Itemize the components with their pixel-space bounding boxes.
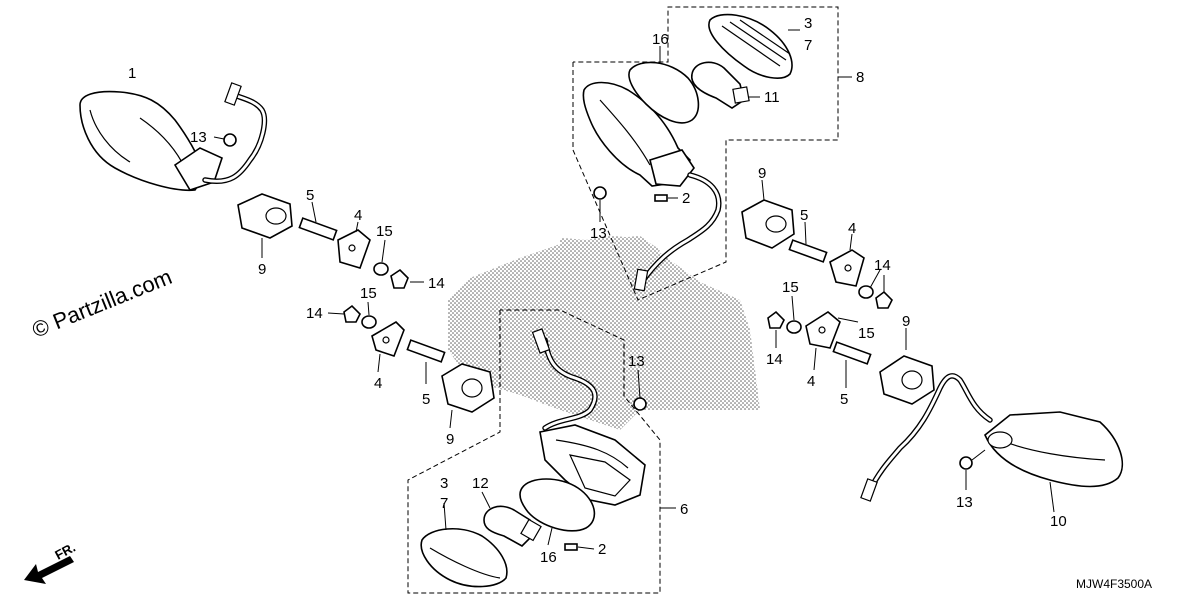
- callout-11: 11: [764, 89, 780, 106]
- callout-13: 13: [628, 353, 645, 370]
- part-15-washer-lr-inner: [837, 317, 859, 323]
- callout-9: 9: [902, 313, 910, 330]
- callout-13: 13: [956, 494, 973, 511]
- callout-8: 8: [856, 69, 864, 86]
- callout-5: 5: [422, 391, 430, 408]
- part-7-lens-upper: [708, 13, 800, 79]
- diagram-code: MJW4F3500A: [1076, 577, 1152, 591]
- callout-12: 12: [472, 475, 489, 492]
- part-4-plate-lr: [805, 311, 841, 371]
- callout-15: 15: [858, 325, 875, 342]
- assembly-box-6: [407, 309, 676, 594]
- callout-4: 4: [354, 207, 362, 224]
- part-7-lens-lower: [420, 502, 508, 588]
- part-5-bolt-lr: [832, 341, 872, 388]
- part-14-nut-ll: [327, 304, 361, 323]
- callout-14: 14: [766, 351, 783, 368]
- part-1-turn-signal-housing: [79, 82, 268, 192]
- front-arrow-icon: FR.: [24, 540, 78, 584]
- callout-14: 14: [874, 257, 891, 274]
- callout-labels: 1 2 2 3 3 4 4 4 4 5 5 5 5 6 7 7 8 9 9 9 …: [128, 15, 1067, 566]
- assembly-box-8: [572, 6, 852, 301]
- part-10-turn-signal-housing: [860, 373, 1124, 513]
- callout-14: 14: [306, 305, 323, 322]
- part-4-plate-ul: [337, 221, 371, 269]
- callout-1: 1: [128, 65, 136, 82]
- callout-3: 3: [440, 475, 448, 492]
- part-13-screw-left: [213, 133, 237, 147]
- part-2-screw-upper: [654, 194, 678, 202]
- callout-15: 15: [782, 279, 799, 296]
- part-13-screw-upper: [593, 186, 607, 222]
- part-16-gasket-lower: [519, 478, 596, 546]
- part-15-washer-ul: [373, 239, 389, 276]
- part-13-screw-right: [959, 449, 986, 490]
- callout-7: 7: [804, 37, 812, 54]
- callout-15: 15: [376, 223, 393, 240]
- part-16-gasket-upper: [628, 46, 700, 124]
- part-15-washer-ur: [858, 269, 881, 299]
- background-stipple: [448, 236, 760, 430]
- part-15-washer-lr: [786, 295, 802, 334]
- part-5-bolt-ur: [788, 221, 828, 263]
- part-11-bulb: [691, 61, 760, 109]
- callout-15: 15: [360, 285, 377, 302]
- part-9-socket-rubber-ur: [741, 179, 795, 249]
- callout-6: 6: [680, 501, 688, 518]
- part-9-socket-rubber-lr: [879, 328, 935, 405]
- callout-5: 5: [306, 187, 314, 204]
- callout-14: 14: [428, 275, 445, 292]
- watermark-text: © Partzilla.com: [29, 264, 176, 343]
- callout-10: 10: [1050, 513, 1067, 530]
- part-5-bolt-ul: [298, 201, 338, 241]
- callout-9: 9: [758, 165, 766, 182]
- part-14-nut-ul: [390, 268, 424, 289]
- callout-9: 9: [446, 431, 454, 448]
- part-13-screw-center: [633, 369, 647, 411]
- callout-9: 9: [258, 261, 266, 278]
- callout-13: 13: [590, 225, 607, 242]
- callout-16: 16: [540, 549, 557, 566]
- part-5-bolt-ll: [406, 339, 446, 384]
- part-8-turn-signal-assy-upper: [582, 81, 722, 292]
- part-4-plate-ur: [829, 233, 865, 287]
- part-14-nut-ur: [875, 275, 893, 309]
- callout-4: 4: [374, 375, 382, 392]
- callout-4: 4: [807, 373, 815, 390]
- part-15-washer-ll: [361, 301, 377, 329]
- callout-16: 16: [652, 31, 669, 48]
- callout-5: 5: [840, 391, 848, 408]
- callout-5: 5: [800, 207, 808, 224]
- callout-7: 7: [440, 495, 448, 512]
- part-9-socket-rubber-ll: [441, 363, 495, 429]
- callout-3: 3: [804, 15, 812, 32]
- part-14-nut-lr: [767, 310, 785, 348]
- part-6-turn-signal-assy-lower: [531, 328, 646, 506]
- direction-label: FR.: [52, 540, 78, 563]
- part-9-socket-rubber-ul: [237, 193, 293, 258]
- callout-2: 2: [598, 541, 606, 558]
- callout-2: 2: [682, 190, 690, 207]
- part-2-screw-lower: [564, 543, 595, 551]
- callout-13: 13: [190, 129, 207, 146]
- callout-4: 4: [848, 220, 856, 237]
- part-4-plate-ll: [371, 320, 405, 373]
- part-12-bulb: [481, 491, 542, 547]
